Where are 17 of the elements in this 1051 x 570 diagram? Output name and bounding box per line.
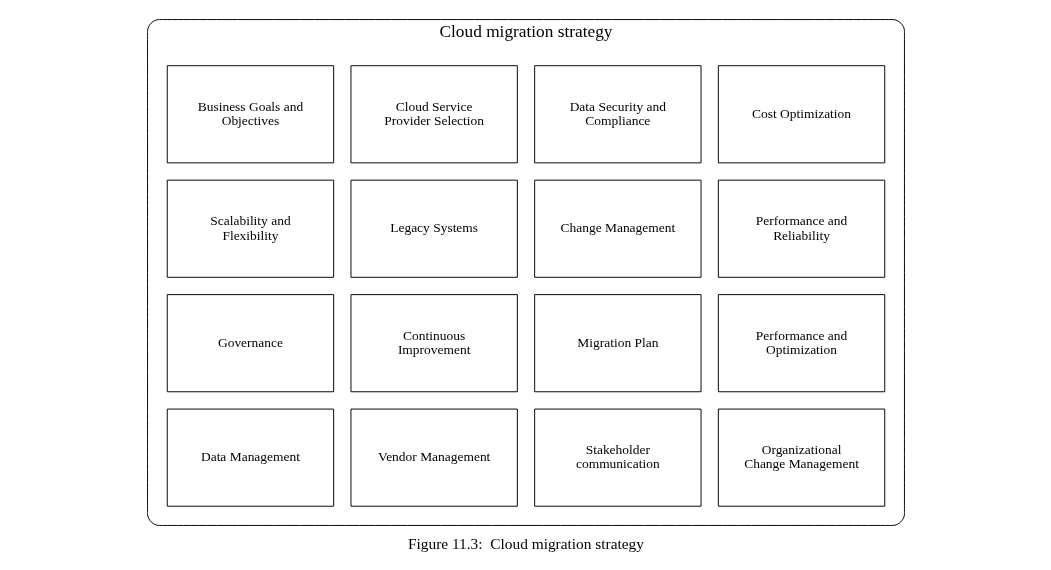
node-box: Governance	[166, 294, 334, 393]
node-box: Continuous Improvement	[349, 294, 518, 393]
node-box: Migration Plan	[533, 294, 701, 393]
node-box: Business Goals and Objectives	[166, 65, 334, 164]
node-box: Organizational Change Management	[717, 408, 885, 507]
node-box: Scalability and Flexibility	[166, 179, 334, 278]
node-box: Stakeholder communication	[533, 408, 701, 507]
node-box: Data Management	[166, 408, 334, 507]
node-box: Vendor Management	[349, 408, 518, 507]
node-box: Performance and Reliability	[717, 179, 885, 278]
node-box: Legacy Systems	[349, 179, 518, 278]
node-box: Cloud Service Provider Selection	[349, 65, 518, 164]
caption: Figure 11.3: Cloud migration strategy	[407, 535, 644, 553]
node-box: Change Management	[533, 179, 701, 278]
node-box: Data Security and Compliance	[533, 65, 701, 164]
node-box: Cost Optimization	[717, 65, 885, 164]
node-box: Performance and Optimization	[717, 294, 885, 393]
